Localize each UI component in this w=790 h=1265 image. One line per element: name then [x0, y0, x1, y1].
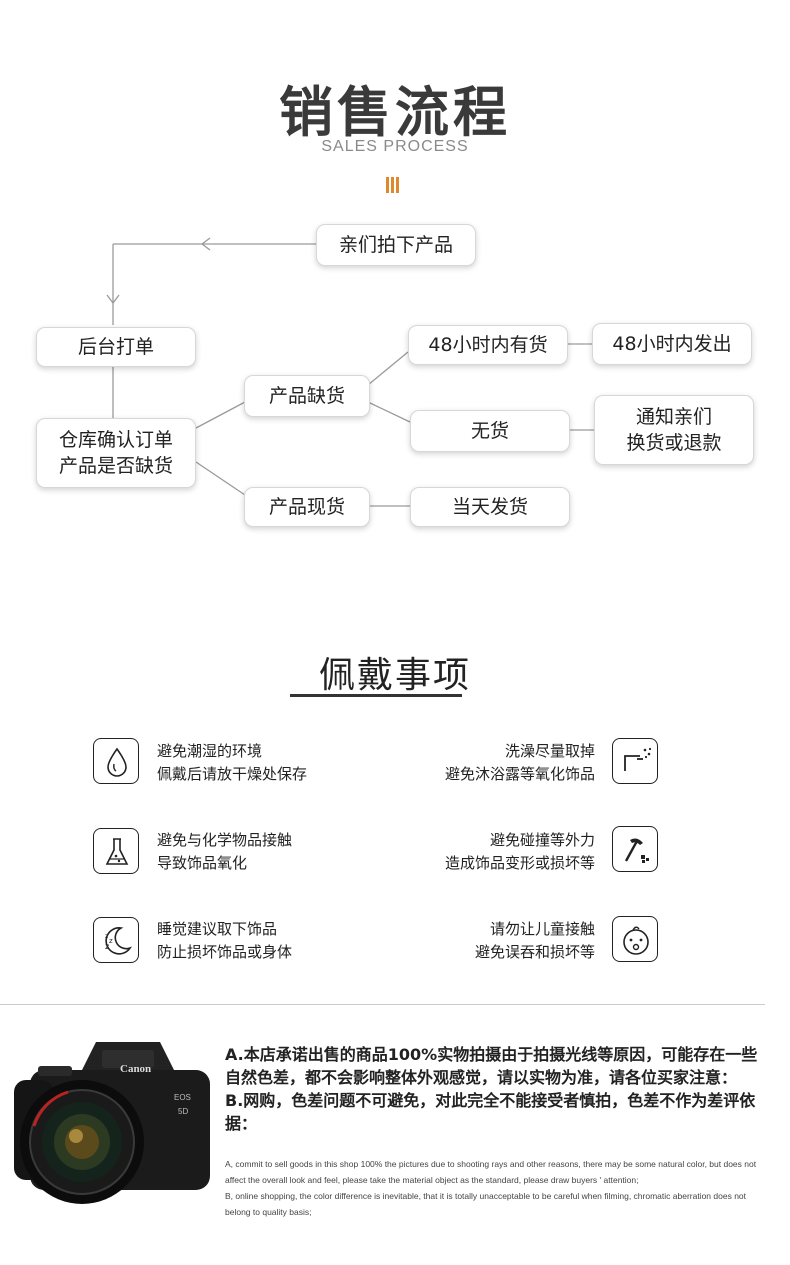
- node-print: 后台打单: [36, 327, 196, 367]
- node-order: 亲们拍下产品: [316, 224, 476, 266]
- care-item-2: 洗澡尽量取掉 避免沐浴露等氧化饰品: [445, 740, 595, 786]
- care-item-4: 避免碰撞等外力 造成饰品变形或损坏等: [445, 829, 595, 875]
- care-item-1-line2: 佩戴后请放干燥处保存: [157, 765, 308, 783]
- node-out-of-stock: 产品缺货: [244, 375, 370, 417]
- care-item-1: 避免潮湿的环境 佩戴后请放干燥处保存: [157, 740, 307, 786]
- sales-title: 销售流程: [279, 81, 511, 144]
- flow-connectors: [106, 237, 594, 507]
- node-notify: 通知亲们 换货或退款: [594, 395, 754, 465]
- care-item-4-line1: 避免碰撞等外力: [489, 831, 595, 849]
- care-item-3-line2: 导致饰品氧化: [157, 854, 248, 872]
- care-item-6: 请勿让儿童接触 避免误吞和损坏等: [475, 918, 595, 964]
- sales-subtitle: SALES PROCESS: [321, 138, 469, 155]
- notice-english: A, commit to sell goods in this shop 100…: [225, 1156, 770, 1220]
- section-divider: [0, 1004, 765, 1005]
- camera-model: EOS: [174, 1093, 191, 1102]
- node-ship-today: 当天发货: [410, 487, 570, 527]
- svg-text:z: z: [109, 937, 113, 945]
- accent-bars: [386, 177, 404, 193]
- care-item-4-line2: 造成饰品变形或损坏等: [444, 854, 595, 872]
- svg-text:z: z: [105, 942, 109, 951]
- care-item-5-line1: 睡觉建议取下饰品: [157, 920, 278, 938]
- node-ship-48h: 48小时内发出: [592, 323, 752, 365]
- node-in-stock: 产品现货: [244, 487, 370, 527]
- notice-chinese: A.本店承诺出售的商品100%实物拍摄由于拍摄光线等原因，可能存在一些自然色差，…: [225, 1043, 770, 1135]
- notice-cn-b: B.网购，色差问题不可避免，对此完全不能接受者慎拍，色差不作为差评依据：: [225, 1091, 756, 1133]
- notice-en-a: A, commit to sell goods in this shop 100…: [225, 1159, 757, 1185]
- care-item-2-line2: 避免沐浴露等氧化饰品: [444, 765, 595, 783]
- chemical-flask-icon: [93, 828, 139, 874]
- care-item-5-line2: 防止损坏饰品或身体: [157, 943, 293, 961]
- care-item-3: 避免与化学物品接触 导致饰品氧化: [157, 829, 292, 875]
- care-item-1-line1: 避免潮湿的环境: [157, 742, 263, 760]
- node-confirm: 仓库确认订单 产品是否缺货: [36, 418, 196, 488]
- hammer-icon: [612, 826, 658, 872]
- camera-image: Canon EOS 5D: [10, 1030, 215, 1205]
- notice-cn-a: A.本店承诺出售的商品100%实物拍摄由于拍摄光线等原因，可能存在一些自然色差，…: [225, 1045, 758, 1087]
- camera-brand: Canon: [120, 1063, 151, 1075]
- shower-icon: [612, 738, 658, 784]
- care-item-6-line2: 避免误吞和损坏等: [474, 943, 595, 961]
- svg-text:z: z: [105, 933, 108, 940]
- care-item-2-line1: 洗澡尽量取掉: [504, 742, 595, 760]
- care-title: 佩戴事项: [318, 655, 471, 696]
- node-restock-48h: 48小时内有货: [408, 325, 568, 365]
- care-item-6-line1: 请勿让儿童接触: [489, 920, 595, 938]
- camera-model-num: 5D: [178, 1107, 188, 1116]
- care-item-3-line1: 避免与化学物品接触: [157, 831, 293, 849]
- water-drop-icon: [93, 738, 139, 784]
- care-title-underline: [290, 694, 462, 697]
- care-item-5: 睡觉建议取下饰品 防止损坏饰品或身体: [157, 918, 292, 964]
- baby-face-icon: [612, 916, 658, 962]
- notice-en-b: B, online shopping, the color difference…: [225, 1191, 747, 1217]
- node-no-stock: 无货: [410, 410, 570, 452]
